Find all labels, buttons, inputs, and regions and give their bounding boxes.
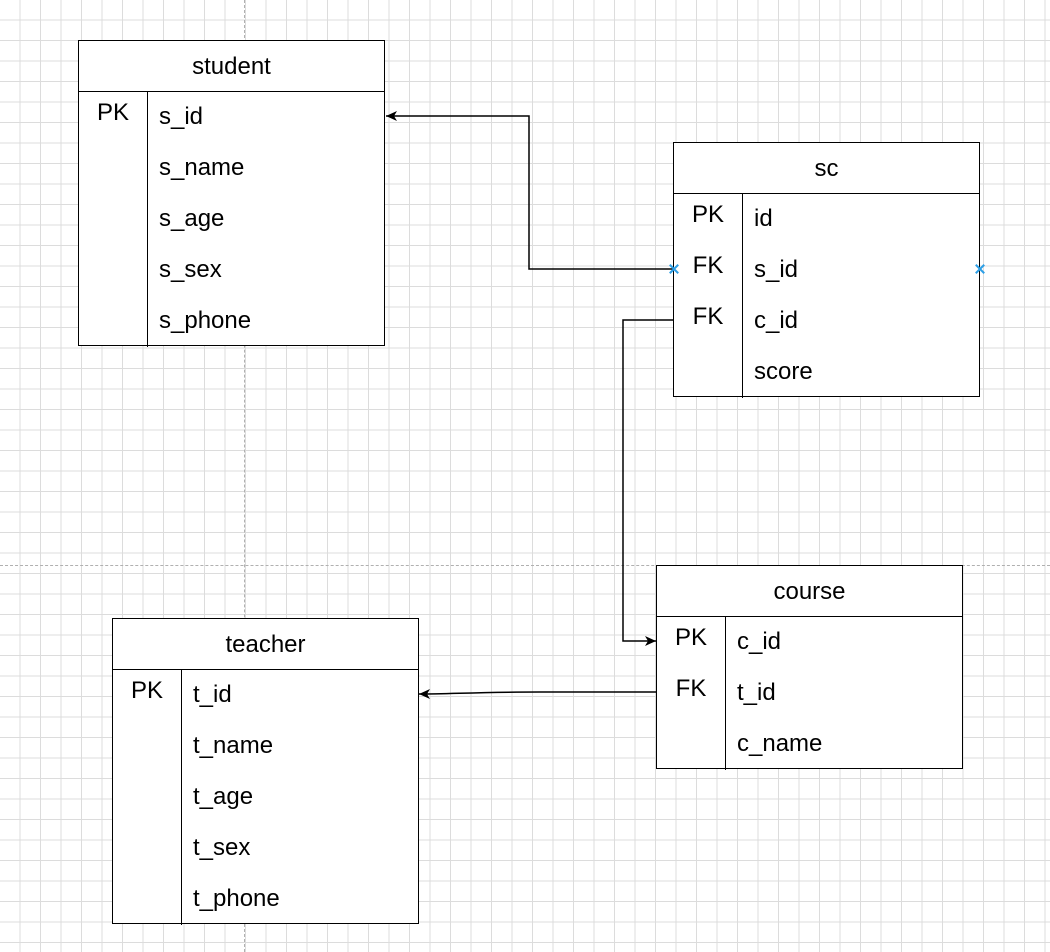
key-column-divider [657,617,726,770]
field-name: c_id [737,628,782,655]
field-name: score [754,358,813,385]
key-label: FK [675,675,707,702]
entity-row[interactable]: t_sex [113,823,418,874]
entity-sc[interactable]: sc PK id FK s_id FK c_id score [673,142,980,398]
entity-teacher[interactable]: teacher PK t_id t_name t_age t_sex t_pho… [112,618,419,925]
key-column-divider [674,194,743,398]
field-name: s_id [159,103,204,130]
entity-title: course [657,566,962,617]
key-column-divider [113,670,182,925]
field-name: c_name [737,730,823,757]
entity-course[interactable]: course PK c_id FK t_id c_name [656,565,963,770]
key-label: FK [692,303,724,330]
field-name: id [754,205,773,232]
entity-row[interactable]: s_phone [79,296,384,347]
entity-row[interactable]: t_name [113,721,418,772]
entity-row[interactable]: t_age [113,772,418,823]
field-name: t_phone [193,885,280,912]
entity-row[interactable]: t_phone [113,874,418,925]
entity-row[interactable]: s_age [79,194,384,245]
connection-point-marker-left[interactable] [669,264,679,274]
key-column-divider [79,92,148,347]
horizontal-page-guide [0,565,1050,566]
field-name: c_id [754,307,799,334]
entity-row[interactable]: FK t_id [657,668,962,719]
entity-row[interactable]: FK s_id [674,245,979,296]
field-name: s_phone [159,307,252,334]
field-name: s_id [754,256,799,283]
field-name: s_name [159,154,245,181]
entity-title: teacher [113,619,418,670]
entity-row[interactable]: PK t_id [113,670,418,721]
key-label: PK [130,677,163,704]
entity-row[interactable]: score [674,347,979,398]
entity-row[interactable]: FK c_id [674,296,979,347]
entity-student[interactable]: student PK s_id s_name s_age s_sex s_pho… [78,40,385,347]
field-name: s_age [159,205,225,232]
connector-course-teacher[interactable] [418,688,656,699]
entity-row[interactable]: s_name [79,143,384,194]
key-label: PK [96,99,129,126]
entity-row[interactable]: s_sex [79,245,384,296]
connector-sc-student[interactable] [386,111,674,270]
field-name: s_sex [159,256,222,283]
entity-title: sc [674,143,979,194]
field-name: t_sex [193,834,251,861]
entity-title: student [79,41,384,92]
field-name: t_name [193,732,274,759]
entity-row[interactable]: PK s_id [79,92,384,143]
vertical-page-guide [244,0,245,952]
field-name: t_id [193,681,232,708]
entity-row[interactable]: c_name [657,719,962,770]
connection-point-marker-right[interactable] [975,264,985,274]
connector-sc-course[interactable] [622,319,674,646]
key-label: PK [691,201,724,228]
key-label: FK [692,252,724,279]
field-name: t_id [737,679,776,706]
field-name: t_age [193,783,254,810]
entity-row[interactable]: PK c_id [657,617,962,668]
key-label: PK [674,624,707,651]
entity-row[interactable]: PK id [674,194,979,245]
